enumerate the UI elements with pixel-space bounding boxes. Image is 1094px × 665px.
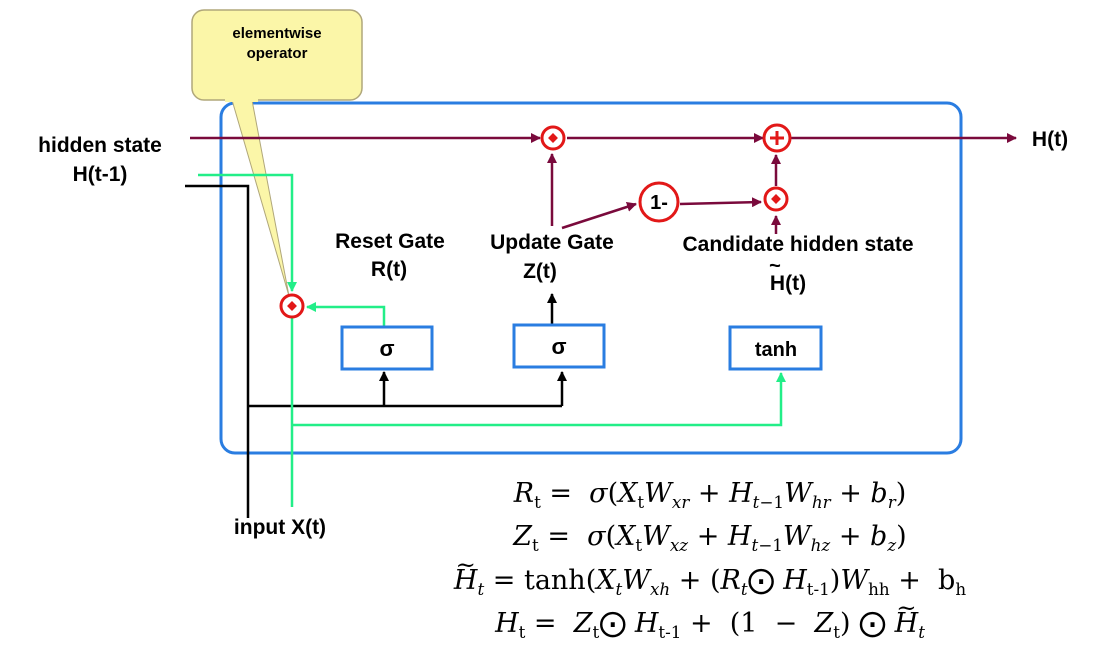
update-sigma-label: σ bbox=[551, 334, 566, 359]
input-x-label: input X(t) bbox=[234, 516, 326, 539]
gru-cell-border bbox=[219, 101, 963, 455]
tanh-label: tanh bbox=[755, 339, 797, 361]
candidate-tilde: ~ bbox=[769, 255, 781, 277]
update-to-one-minus bbox=[561, 202, 637, 230]
one-minus-label: 1- bbox=[650, 192, 668, 214]
equation-update: Zt = σ(XtWxz + Ht−1Whz + bz) bbox=[513, 521, 907, 555]
callout-line1: elementwise bbox=[232, 25, 321, 42]
reset-gate-label: Reset Gate bbox=[335, 230, 445, 253]
reset-sigma-box: σ bbox=[340, 325, 434, 371]
one-minus-to-mult bbox=[679, 197, 762, 208]
green-to-tanh bbox=[292, 372, 786, 427]
update-gate-label: Update Gate bbox=[490, 231, 614, 254]
callout-line2: operator bbox=[247, 45, 308, 62]
update-gate-sub: Z(t) bbox=[523, 260, 557, 283]
equation-reset: Rt = σ(XtWxr + Ht−1Whr + br) bbox=[513, 478, 907, 512]
tanh-box: tanh bbox=[728, 325, 823, 371]
candidate-multiply-icon bbox=[763, 186, 789, 212]
input-black-path bbox=[185, 184, 250, 518]
candidate-label: Candidate hidden state bbox=[682, 233, 913, 256]
reset-gate-sub: R(t) bbox=[371, 258, 407, 281]
update-multiply-icon bbox=[540, 125, 566, 151]
green-hidden-path bbox=[198, 173, 297, 292]
output-label: H(t) bbox=[1032, 128, 1068, 151]
one-minus-operator: 1- bbox=[638, 181, 680, 223]
elementwise-callout: elementwise operator bbox=[191, 9, 363, 297]
update-sigma-box: σ bbox=[512, 323, 606, 369]
hidden-state-label: hidden state bbox=[38, 134, 162, 157]
reset-multiply-icon bbox=[279, 293, 305, 319]
equation-hidden: Ht = Zt⨀ Ht-1 + (1 − Zt) ⨀ Ht bbox=[330, 608, 1090, 640]
plus-icon bbox=[762, 123, 792, 153]
equation-candidate: Ht = tanh(XtWxh + (Rt⨀ Ht-1)Whh + bh bbox=[330, 565, 1090, 597]
green-reset-to-mult bbox=[306, 302, 386, 326]
reset-sigma-label: σ bbox=[379, 336, 394, 361]
hidden-state-sub: H(t-1) bbox=[73, 163, 128, 186]
candidate-sub: H(t) bbox=[770, 272, 806, 295]
